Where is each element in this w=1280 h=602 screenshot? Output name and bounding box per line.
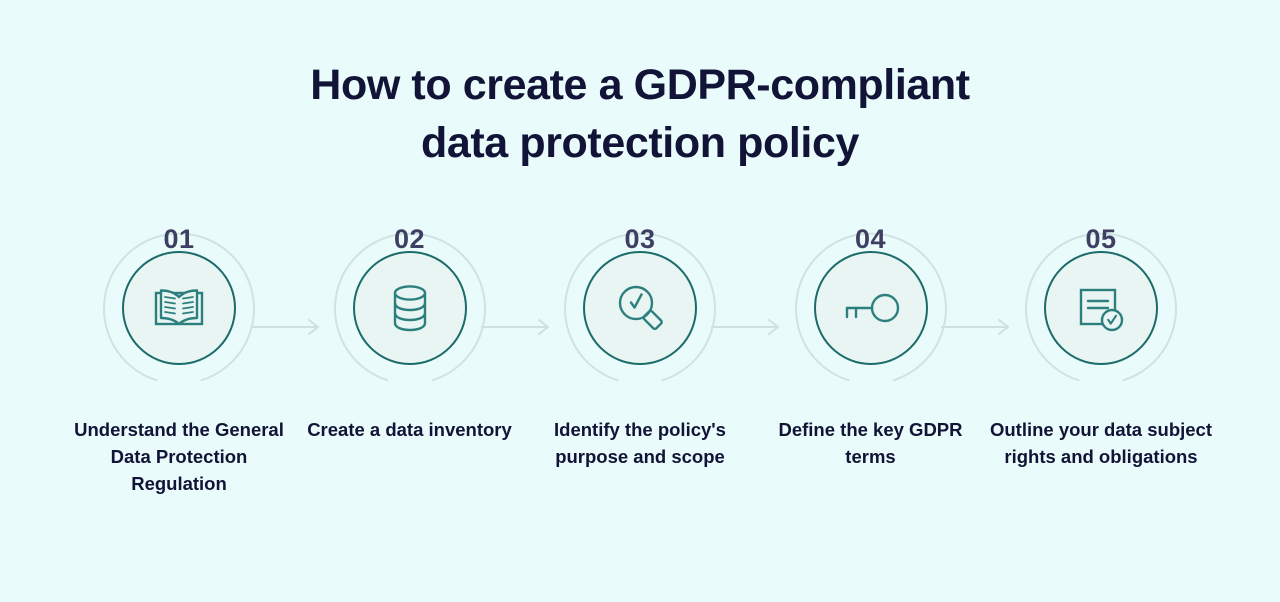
outer-ring-04: [794, 232, 947, 382]
step-inner-circle-04: [813, 251, 928, 365]
step-number-03: 03: [624, 224, 656, 254]
step-inner-circle-05: [1044, 251, 1158, 365]
step-number-05: 05: [1085, 224, 1117, 254]
step-number-01: 01: [163, 224, 195, 254]
step-caption-01: Understand the General Data Protection R…: [74, 419, 284, 494]
outer-ring-01: [103, 232, 255, 382]
step-circle-05: 05: [1021, 224, 1181, 388]
step-number-02: 02: [393, 224, 426, 254]
key-icon: [845, 293, 899, 323]
step-inner-circle-02: [352, 251, 467, 365]
step-item-04[interactable]: 04 Define the key GDPR terms: [756, 224, 986, 470]
arrow-4-to-5: [941, 319, 1009, 335]
step-inner-circle-01: [122, 251, 236, 365]
step-circle-01: 01: [99, 224, 259, 388]
database-icon: [393, 285, 426, 332]
step-caption-02: Create a data inventory: [307, 419, 512, 440]
steps-row: 01 Understand the General Data Protectio…: [64, 224, 1216, 497]
step-caption-03: Identify the policy's purpose and scope: [554, 419, 726, 467]
step-item-05[interactable]: 05 Outline your data subject rights and …: [986, 224, 1216, 470]
page-title-line-2: data protection policy: [421, 119, 859, 167]
step-item-03[interactable]: 03 Identify the policy's purpose and sco…: [525, 224, 755, 470]
step-number-04: 04: [854, 224, 887, 254]
arrow-3-to-4: [711, 319, 779, 335]
step-circle-04: 04: [791, 224, 951, 388]
step-inner-circle-03: [583, 251, 697, 365]
arrow-2-to-3: [481, 319, 549, 335]
step-item-01[interactable]: 01 Understand the General Data Protectio…: [64, 224, 294, 497]
step-caption-05: Outline your data subject rights and obl…: [989, 419, 1213, 467]
arrow-1-to-2: [251, 319, 319, 335]
outer-ring-02: [333, 232, 486, 382]
page-title: How to create a GDPR-compliant data prot…: [0, 56, 1280, 172]
magnifier-check-icon: [618, 285, 663, 331]
step-circle-03: 03: [560, 224, 720, 388]
step-circle-02: 02: [330, 224, 490, 388]
outer-ring-03: [564, 232, 716, 382]
step-item-02[interactable]: 02 Create a data inventory: [295, 224, 525, 443]
outer-ring-05: [1025, 232, 1177, 382]
document-check-icon: [1079, 288, 1124, 332]
step-caption-04: Define the key GDPR terms: [778, 419, 963, 467]
open-book-icon: [154, 289, 204, 326]
page-title-line-1: How to create a GDPR-compliant: [310, 61, 970, 109]
